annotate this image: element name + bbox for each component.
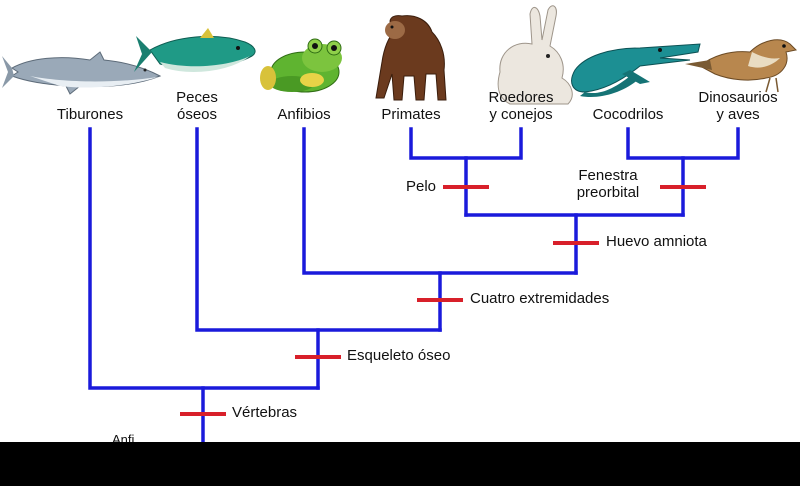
sparrow-icon <box>685 39 798 93</box>
taxon-label-dinosaurios: Dinosaurios y aves <box>698 89 778 123</box>
chimpanzee-icon <box>375 15 447 101</box>
tuna-fish-icon <box>134 28 256 72</box>
bottom-black-bar <box>0 442 800 486</box>
branches <box>88 127 740 446</box>
taxon-label-peces: Peces óseos <box>176 89 218 123</box>
taxon-label-anfibios: Anfibios <box>277 106 331 123</box>
taxon-label-roedores: Roedores y conejos <box>488 89 554 123</box>
rabbit-icon <box>497 5 573 105</box>
branch-peces <box>195 127 442 332</box>
character-label-vertebras: Vértebras <box>232 404 298 421</box>
branch-cocodrilos-dinosaurios <box>626 127 740 160</box>
shark-icon <box>2 51 162 95</box>
character-label-pelo: Pelo <box>405 178 436 195</box>
frog-icon <box>260 38 342 93</box>
character-label-fenestra: Fenestra preorbital <box>576 167 640 201</box>
crocodile-icon <box>571 43 701 98</box>
branch-tiburones <box>88 127 320 390</box>
branch-anfibios <box>302 127 578 275</box>
character-label-amniota: Huevo amniota <box>606 233 707 250</box>
cut-off-caption: Anfi <box>112 432 135 442</box>
branch-primates-roedores <box>409 127 523 160</box>
taxon-label-primates: Primates <box>381 106 441 123</box>
character-label-esqueleto: Esqueleto óseo <box>347 347 451 364</box>
taxon-label-cocodrilos: Cocodrilos <box>592 106 664 123</box>
character-label-extremidades: Cuatro extremidades <box>470 290 610 307</box>
taxon-label-tiburones: Tiburones <box>56 106 124 123</box>
character-markers <box>180 185 706 416</box>
